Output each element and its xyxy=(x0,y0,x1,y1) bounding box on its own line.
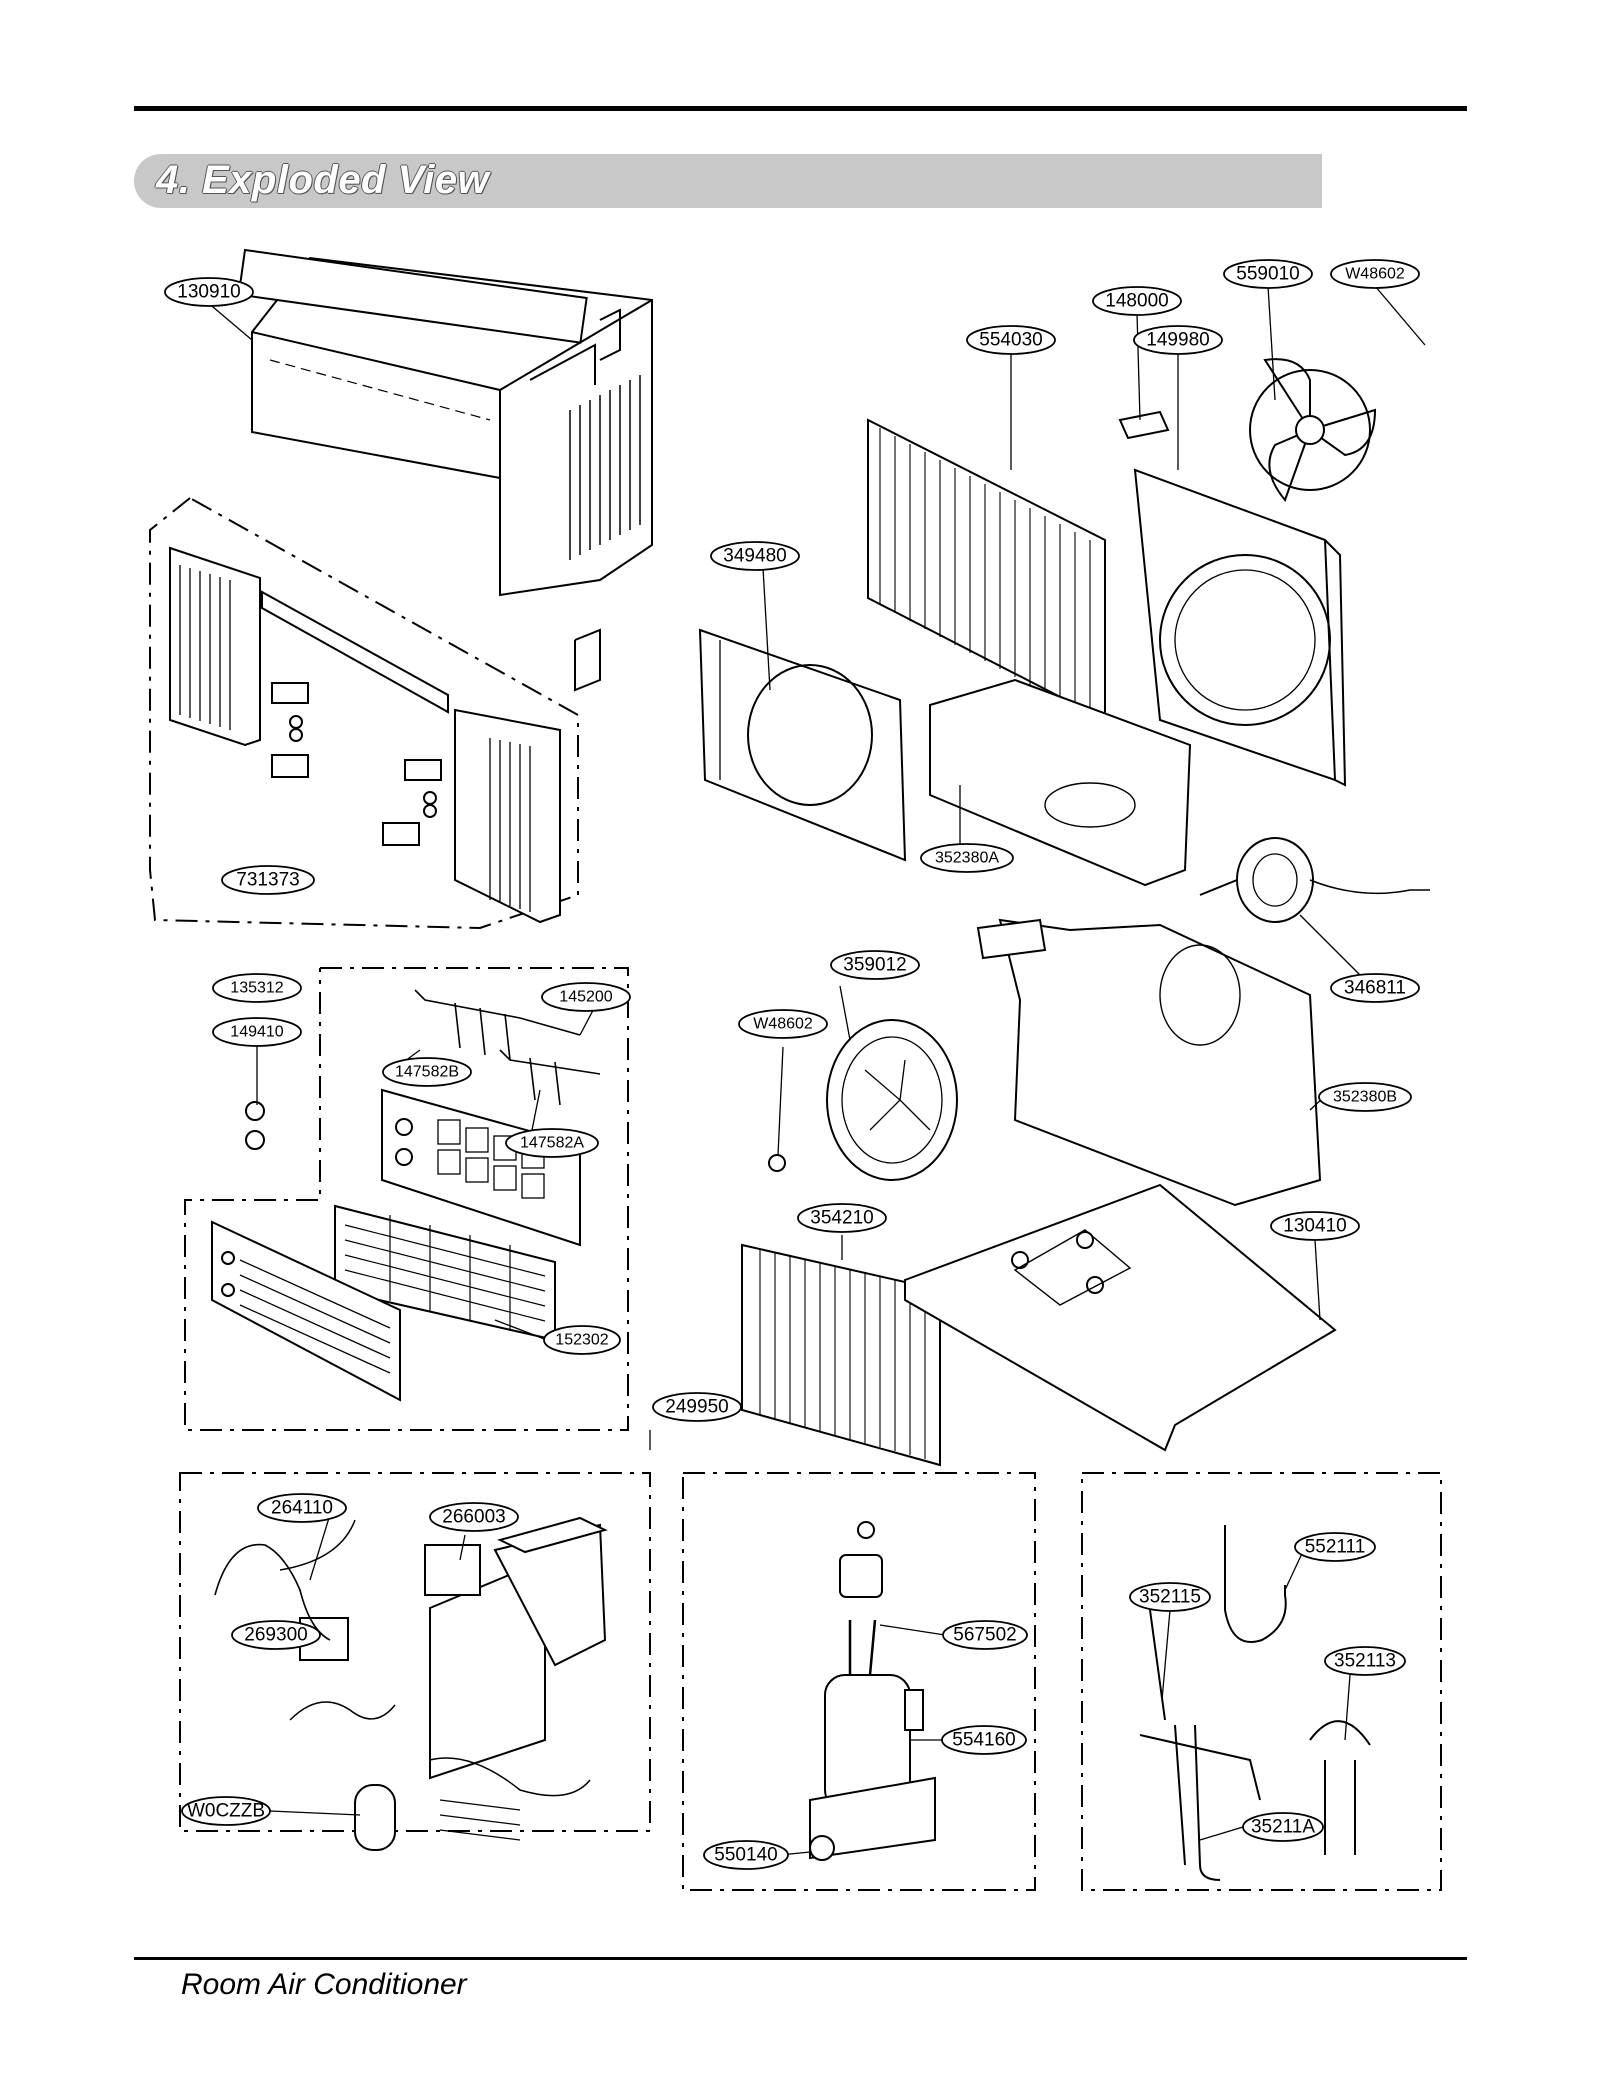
callout-269300: 269300 xyxy=(244,1625,307,1646)
callout-152302: 152302 xyxy=(555,1332,608,1349)
fan-motor-part xyxy=(1199,837,1430,923)
evaporator-coil-part xyxy=(741,1243,941,1467)
orifice-plate-part xyxy=(698,628,907,862)
callout-147582a: 147582A xyxy=(520,1135,584,1152)
front-panel-group xyxy=(184,967,629,1431)
callout-346811: 346811 xyxy=(1344,978,1406,999)
callout-559010: 559010 xyxy=(1236,264,1299,285)
callout-147582b: 147582B xyxy=(395,1064,459,1081)
callout-249950: 249950 xyxy=(665,1397,728,1418)
callout-264110: 264110 xyxy=(271,1498,333,1519)
footer-text: Room Air Conditioner xyxy=(181,1968,467,2001)
callout-w48602-top: W48602 xyxy=(1345,266,1405,283)
callout-554030: 554030 xyxy=(979,330,1042,351)
callout-554160: 554160 xyxy=(952,1730,1015,1751)
condenser-fan-part xyxy=(1118,358,1377,502)
fan-shroud-part xyxy=(1133,468,1347,787)
blower-wheel-part xyxy=(768,1019,958,1181)
callout-35211a: 35211A xyxy=(1251,1817,1315,1838)
callout-266003: 266003 xyxy=(442,1507,505,1528)
section-title: 4. Exploded View xyxy=(156,158,490,202)
callout-w48602-mid: W48602 xyxy=(753,1016,813,1033)
callout-148000: 148000 xyxy=(1105,291,1168,312)
callout-352115: 352115 xyxy=(1139,1587,1201,1608)
callout-130410: 130410 xyxy=(1283,1216,1346,1237)
piping-group xyxy=(1081,1472,1442,1891)
condenser-part xyxy=(867,418,1106,722)
section-banner: 4. Exploded View xyxy=(134,154,1322,208)
callout-567502: 567502 xyxy=(953,1625,1016,1646)
cabinet-part xyxy=(237,248,653,692)
compressor-group xyxy=(682,1472,1036,1891)
callout-352380a: 352380A xyxy=(935,850,999,867)
callout-354210: 354210 xyxy=(810,1208,873,1229)
callout-552111: 552111 xyxy=(1305,1537,1366,1558)
callout-352380b: 352380B xyxy=(1333,1089,1397,1106)
top-rule xyxy=(134,106,1467,111)
evaporator-housing-part xyxy=(976,918,1322,1207)
callout-149980: 149980 xyxy=(1146,330,1209,351)
callout-349480: 349480 xyxy=(723,546,786,567)
callout-130910: 130910 xyxy=(177,282,240,303)
callout-550140: 550140 xyxy=(714,1845,777,1866)
callout-149410: 149410 xyxy=(230,1024,283,1041)
callout-352113: 352113 xyxy=(1334,1651,1396,1672)
callout-w0czzb: W0CZZB xyxy=(187,1801,265,1822)
callout-359012: 359012 xyxy=(843,955,906,976)
bottom-rule xyxy=(134,1957,1467,1960)
window-kit-group xyxy=(149,497,579,930)
callout-145200: 145200 xyxy=(559,989,612,1006)
callout-731373: 731373 xyxy=(236,870,299,891)
electrical-group xyxy=(179,1472,651,1851)
drain-pan-part xyxy=(929,678,1192,887)
base-pan-part xyxy=(904,1183,1337,1452)
callout-135312: 135312 xyxy=(230,980,283,997)
